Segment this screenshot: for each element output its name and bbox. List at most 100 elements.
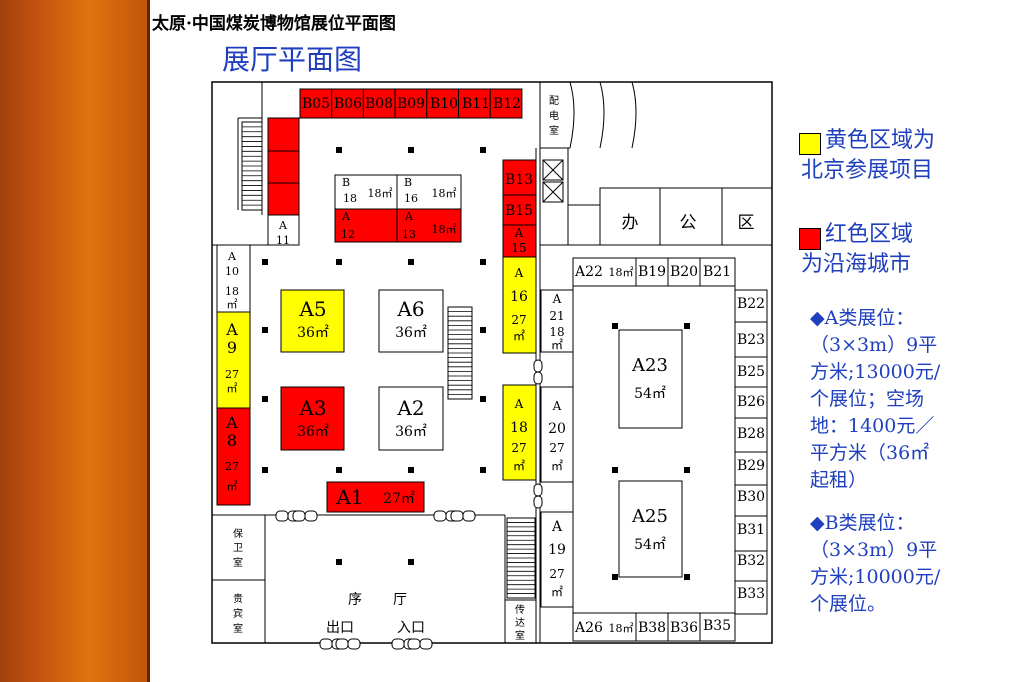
booth-a10-num: 10 — [225, 265, 239, 278]
booth-b16 — [396, 174, 462, 210]
guard-room-1: 保 — [233, 527, 243, 540]
booth-a21-num: 21 — [549, 309, 564, 323]
column-pillar — [612, 574, 618, 580]
reception-room-1: 传 — [515, 604, 525, 616]
column-pillar — [262, 327, 268, 333]
column-pillar — [480, 467, 486, 473]
column-pillar — [336, 259, 342, 265]
booth-a8-code: A — [225, 413, 238, 432]
booth-a13-num: 13 — [402, 228, 416, 241]
column-pillar — [336, 147, 342, 153]
booth-a9-area: 27 — [225, 368, 239, 381]
booth-b28 — [734, 417, 768, 453]
door-icon — [335, 638, 361, 650]
booth-b16-code: B — [404, 176, 412, 189]
red-legend-line2: 为沿海城市 — [801, 252, 912, 277]
booth-b11-label: B11 — [462, 96, 490, 112]
booth-b10-label: B10 — [430, 96, 458, 112]
a-note-line: 平方米（36㎡ — [810, 442, 930, 464]
booth-b26 — [734, 386, 768, 419]
elevator-icon — [542, 159, 564, 203]
power-room-2: 电 — [549, 109, 559, 122]
column-pillar — [480, 327, 486, 333]
column-pillar — [480, 396, 486, 402]
booth-a5-area: 36㎡ — [297, 325, 329, 341]
booth-b35-label: B35 — [703, 618, 731, 634]
side-divider — [147, 0, 150, 682]
power-room-3: 室 — [549, 124, 559, 137]
booth-b21-label: B21 — [703, 264, 731, 280]
booth-a15-code: A — [514, 226, 524, 240]
booth-a23 — [618, 329, 683, 429]
stairs-icon — [506, 517, 536, 599]
booth-a19 — [540, 511, 574, 608]
booth-a6-label: A6 — [396, 297, 424, 321]
booth-a3-area: 36㎡ — [297, 424, 329, 440]
booth-b09-label: B09 — [397, 96, 425, 112]
booth-a18-code: A — [514, 397, 524, 411]
b-note-line: ◆B类展位： — [810, 512, 915, 534]
reception-room-3: 室 — [515, 629, 525, 642]
booth-b15 — [502, 194, 537, 226]
booth-a21-area: 18 — [549, 325, 564, 339]
booth-a3 — [280, 386, 345, 451]
booth-b21 — [699, 257, 736, 287]
booth-a5 — [280, 289, 345, 353]
reception-room-2: 达 — [515, 617, 525, 629]
booth-a19-num: 19 — [548, 542, 566, 558]
booth-b31-label: B31 — [737, 522, 765, 538]
booth-a22-label: A22 — [574, 264, 603, 280]
booth-a2-area: 36㎡ — [395, 424, 427, 440]
a-type-booth-note: ◆A类展位：（3×3m）9平方米;13000元/个展位；空场地：1400元／平方… — [810, 305, 940, 494]
booth-a21-code: A — [552, 292, 562, 306]
red-legend-swatch — [799, 228, 821, 250]
b-type-booth-note: ◆B类展位：（3×3m）9平方米;10000元/个展位。 — [810, 510, 940, 618]
booth-a20-code: A — [552, 399, 562, 413]
booth-a19-code: A — [551, 519, 563, 535]
booth-b28-label: B28 — [737, 426, 765, 442]
booth-a25-area: 54㎡ — [634, 537, 666, 553]
booth-a16-area: 27 — [511, 313, 526, 327]
booth-b38-label: B38 — [638, 620, 666, 636]
door-icon — [533, 359, 543, 385]
booth-a13 — [396, 208, 462, 243]
booth-a9-code: A — [225, 320, 238, 339]
booth-a9-num: 9 — [227, 338, 237, 357]
a-note-line: 个展位；空场 — [810, 388, 925, 410]
yellow-legend-line2: 北京参展项目 — [801, 158, 934, 183]
red-legend-line1: 红色区域 — [825, 222, 914, 247]
booth-a11-num: 11 — [276, 234, 290, 247]
booth-b18-num: 18 — [343, 192, 357, 205]
booth-b20-label: B20 — [670, 264, 698, 280]
column-pillar — [262, 259, 268, 265]
booth-a23-label: A23 — [631, 355, 668, 376]
booth-b36 — [667, 612, 701, 642]
page-title: 太原·中国煤炭博物馆展位平面图 — [152, 14, 396, 34]
a-note-line: 方米;13000元/ — [810, 361, 941, 383]
booth-a20-area: 27 — [549, 441, 564, 455]
hall-title: 展厅平面图 — [222, 43, 363, 76]
yellow-legend-line1: 黄色区域为 — [825, 128, 936, 153]
a-note-line: 起租） — [810, 469, 868, 491]
booth-a25-label: A25 — [631, 506, 668, 527]
office-label-1: 办 — [622, 213, 639, 233]
booth-a8-unit: ㎡ — [227, 480, 238, 493]
booth-a12-code: A — [341, 210, 351, 223]
booth-a16 — [502, 256, 537, 354]
booth-a5-label: A5 — [298, 297, 326, 321]
booth-a18 — [502, 384, 537, 481]
column-pillar — [684, 323, 690, 329]
column-pillar — [262, 467, 268, 473]
exit-label: 出口 — [326, 620, 354, 636]
booth-red-3 — [267, 182, 300, 216]
column-pillar — [612, 467, 618, 473]
booth-b06-label: B06 — [334, 96, 362, 112]
booth-a1-area: 27㎡ — [383, 491, 415, 507]
booth-a25 — [618, 480, 683, 578]
column-pillar — [408, 467, 414, 473]
booth-a16-num: 16 — [510, 289, 528, 305]
booth-b05 — [299, 88, 333, 119]
column-pillar — [408, 259, 414, 265]
booth-b06 — [331, 88, 364, 119]
column-pillar — [262, 396, 268, 402]
